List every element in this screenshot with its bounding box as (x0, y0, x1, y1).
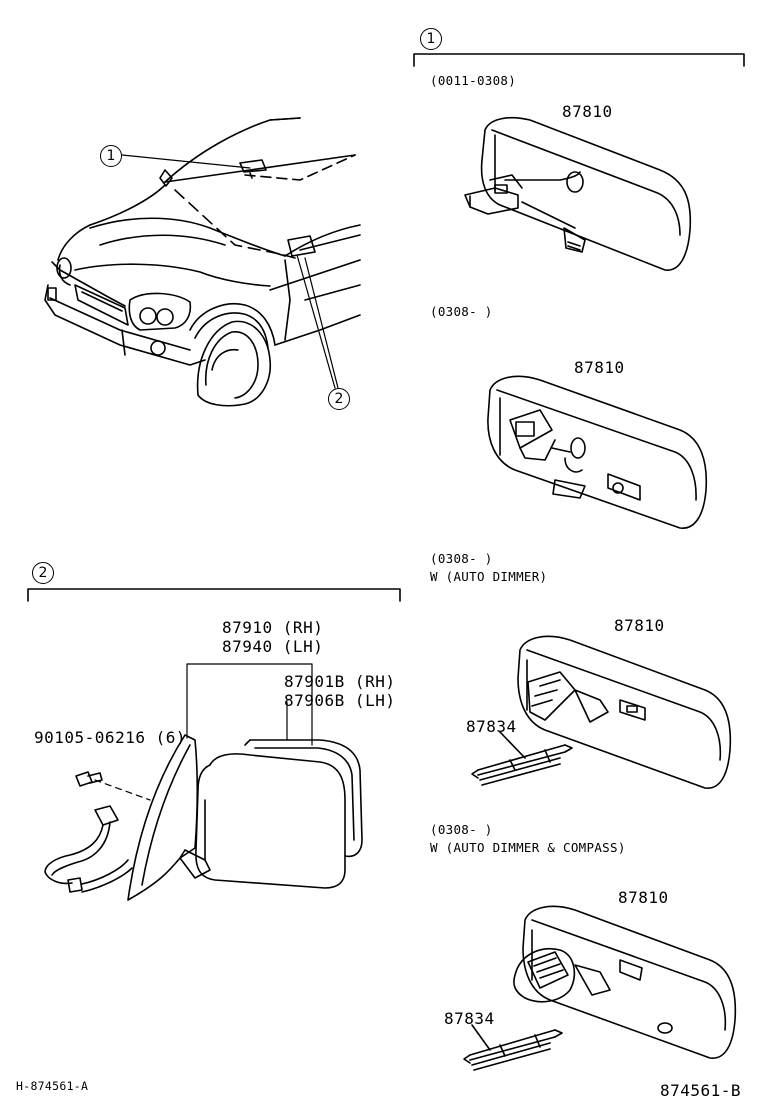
mirror-4-part-number: 87810 (618, 888, 669, 907)
section2-callout: 2 (32, 562, 54, 584)
mirror-2-part-number: 87810 (574, 358, 625, 377)
section2-bracket (28, 589, 400, 601)
leader-lines-section2 (95, 664, 312, 800)
inner-mirror-illustration-3 (518, 636, 730, 788)
mirror-3-clip-part-number: 87834 (466, 717, 517, 736)
mirror-1-date-range: (0011-0308) (430, 73, 517, 88)
section1-callout: 1 (420, 28, 442, 50)
section1-bracket (414, 54, 744, 66)
illustration-code-left: H-874561-A (16, 1079, 89, 1093)
screw-part-number: 90105-06216 (6) (34, 728, 186, 747)
callout-leaders (122, 155, 338, 388)
mirror-4-date-range: (0308- ) (430, 822, 493, 837)
callout-1: 1 (100, 145, 122, 167)
inner-mirror-illustration-2 (488, 376, 706, 528)
outer-mirror-lh-part-number: 87940 (LH) (222, 637, 324, 656)
mirror-1-part-number: 87810 (562, 102, 613, 121)
mirror-glass-rh-part-number: 87901B (RH) (284, 672, 396, 691)
mirror-2-date-range: (0308- ) (430, 304, 493, 319)
outer-mirror-illustration (45, 735, 362, 900)
callout-2: 2 (328, 388, 350, 410)
wiring-clip-illustration-1 (472, 732, 572, 785)
wiring-clip-illustration-2 (464, 1025, 562, 1070)
mirror-glass-lh-part-number: 87906B (LH) (284, 691, 396, 710)
outer-mirror-rh-part-number: 87910 (RH) (222, 618, 324, 637)
illustration-code-right: 874561-B (660, 1081, 742, 1100)
mirror-4-clip-part-number: 87834 (444, 1009, 495, 1028)
mirror-3-date-range: (0308- ) (430, 551, 493, 566)
inner-mirror-illustration-1 (465, 118, 690, 270)
mirror-3-variant: W (AUTO DIMMER) (430, 569, 548, 584)
inner-mirror-illustration-4 (514, 906, 735, 1058)
vehicle-illustration (45, 118, 360, 406)
mirror-3-part-number: 87810 (614, 616, 665, 635)
mirror-4-variant: W (AUTO DIMMER & COMPASS) (430, 840, 626, 855)
